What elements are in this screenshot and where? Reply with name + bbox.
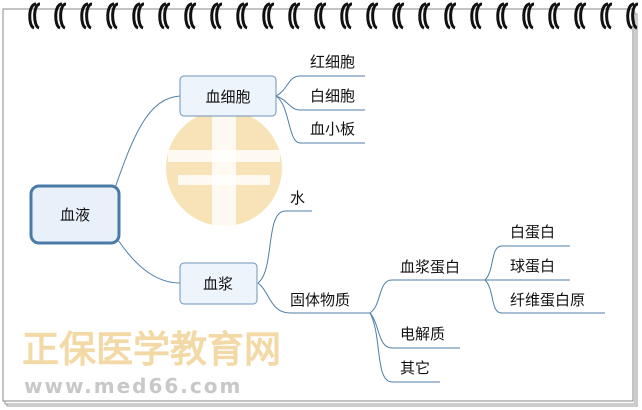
connector-plasma-proteins: [369, 279, 485, 314]
binding-ring: [548, 2, 561, 30]
binding-ring: [158, 2, 171, 30]
leaf-platelets[interactable]: 血小板: [310, 120, 355, 138]
connector-platelets: [275, 95, 365, 144]
binding-ring: [522, 2, 535, 30]
binding-ring: [314, 2, 327, 30]
node-plasma[interactable]: 血浆: [179, 262, 258, 305]
binding-ring: [54, 2, 67, 30]
leaf-white-cells[interactable]: 白细胞: [310, 87, 355, 105]
binding-ring: [210, 2, 223, 30]
node-label: 血细胞: [205, 88, 250, 106]
binding-ring: [288, 2, 301, 30]
watermark-title: 正保医学教育网: [22, 328, 281, 371]
connector-root-plasma: [117, 239, 181, 284]
binding-ring: [418, 2, 431, 30]
leaf-red-cells[interactable]: 红细胞: [310, 53, 355, 71]
binding-ring: [184, 2, 197, 30]
binding-ring: [28, 2, 41, 30]
binding-ring: [496, 2, 509, 30]
binding-ring: [80, 2, 93, 30]
node-solids[interactable]: 固体物质: [290, 291, 350, 309]
binding-ring: [262, 2, 275, 30]
connector-white-cells: [275, 95, 365, 111]
leaf-others[interactable]: 其它: [400, 359, 430, 377]
node-blood-cells[interactable]: 血细胞: [179, 75, 277, 117]
node-label: 血浆: [203, 275, 233, 293]
spiral-binding: [28, 2, 639, 30]
leaf-albumin[interactable]: 白蛋白: [510, 223, 555, 241]
root-node[interactable]: 血液: [29, 184, 121, 245]
connector-fibrinogen: [484, 279, 605, 314]
binding-ring: [236, 2, 249, 30]
binding-ring: [626, 2, 639, 30]
binding-ring: [366, 2, 379, 30]
connector-root-blood-cells: [114, 95, 181, 189]
connector-others: [369, 312, 440, 383]
binding-ring: [340, 2, 353, 30]
leaf-water[interactable]: 水: [290, 189, 305, 207]
watermark: 正保医学教育网 www.med66.com: [22, 110, 282, 398]
binding-ring: [132, 2, 145, 30]
leaf-fibrinogen[interactable]: 纤维蛋白原: [510, 291, 585, 309]
connector-solids: [257, 282, 370, 314]
watermark-url: www.med66.com: [24, 374, 242, 398]
node-plasma-proteins[interactable]: 血浆蛋白: [400, 258, 460, 276]
binding-ring: [106, 2, 119, 30]
binding-ring: [392, 2, 405, 30]
connector-water: [257, 210, 312, 284]
connector-albumin: [484, 245, 570, 281]
connector-red-cells: [275, 75, 365, 97]
leaf-globulin[interactable]: 球蛋白: [510, 257, 555, 275]
connector-electrolytes: [369, 312, 460, 349]
binding-ring: [600, 2, 613, 30]
binding-ring: [574, 2, 587, 30]
root-label: 血液: [60, 206, 90, 224]
binding-ring: [470, 2, 483, 30]
leaf-electrolytes[interactable]: 电解质: [400, 325, 445, 343]
binding-ring: [444, 2, 457, 30]
